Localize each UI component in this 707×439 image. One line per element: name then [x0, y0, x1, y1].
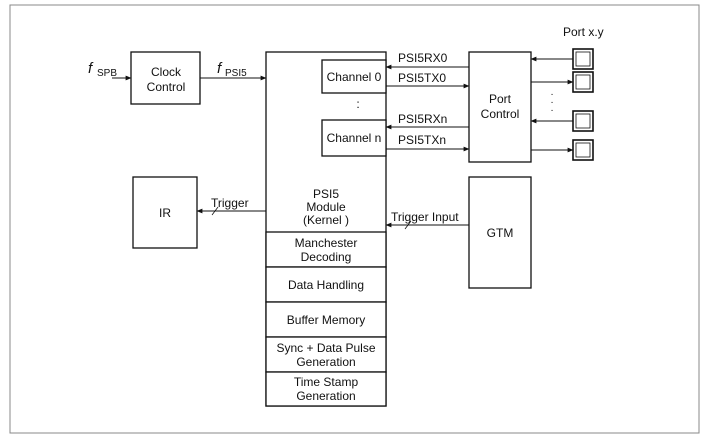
ir-block: IR [132, 176, 198, 249]
trigger-input-label: Trigger Input [391, 210, 459, 224]
sync-data-pulse-block: Sync + Data Pulse Generation [265, 336, 387, 373]
port-pin-1 [530, 48, 594, 70]
svg-text:Module: Module [306, 200, 346, 214]
svg-text:Data Handling: Data Handling [288, 278, 364, 292]
diagram-frame [9, 4, 700, 434]
svg-text:PSI5: PSI5 [225, 68, 247, 79]
port-pin-2 [531, 71, 594, 93]
svg-text:Channel 0: Channel 0 [327, 70, 382, 84]
trigger-label: Trigger [211, 196, 249, 210]
f-psi5-label: f PSI5 [217, 60, 247, 79]
svg-text:Decoding: Decoding [301, 250, 352, 264]
svg-text:GTM: GTM [487, 226, 514, 240]
channel-0-block: Channel 0 [321, 59, 387, 94]
port-xy-label: Port x.y [563, 25, 604, 39]
channel-ellipsis: : [356, 97, 359, 111]
svg-text:PSI5: PSI5 [313, 187, 339, 201]
svg-text:Time Stamp: Time Stamp [294, 375, 359, 389]
psi5tx0-label: PSI5TX0 [398, 71, 446, 85]
svg-text:f: f [217, 60, 223, 77]
svg-text:Manchester: Manchester [295, 236, 358, 250]
svg-text:Generation: Generation [296, 389, 355, 403]
svg-text:Clock: Clock [151, 65, 182, 79]
svg-text:Port: Port [489, 92, 512, 106]
port-control-block: Port Control [468, 51, 532, 163]
svg-text:Control: Control [481, 107, 520, 121]
svg-text:(Kernel ): (Kernel ) [303, 213, 349, 227]
port-pin-3 [530, 110, 594, 132]
svg-text:IR: IR [159, 206, 171, 220]
clock-control-block: Clock Control [130, 51, 201, 105]
svg-text:SPB: SPB [97, 68, 117, 79]
time-stamp-block: Time Stamp Generation [265, 371, 387, 407]
svg-text:Sync + Data Pulse: Sync + Data Pulse [276, 341, 375, 355]
svg-text:Buffer Memory: Buffer Memory [287, 313, 365, 327]
channel-n-block: Channel n [321, 119, 387, 157]
port-pin-4 [531, 139, 594, 161]
trigger-input-bus-tick [404, 220, 412, 230]
svg-text:Channel n: Channel n [327, 131, 382, 145]
data-handling-block: Data Handling [265, 266, 387, 303]
svg-text:f: f [88, 60, 94, 77]
buffer-memory-block: Buffer Memory [265, 301, 387, 338]
psi5rxn-label: PSI5RXn [398, 112, 447, 126]
trigger-bus-tick [211, 206, 219, 216]
port-pin-ellipsis: ··· [550, 89, 553, 116]
gtm-block: GTM [468, 176, 532, 289]
psi5txn-label: PSI5TXn [398, 133, 446, 147]
svg-text:Generation: Generation [296, 355, 355, 369]
manchester-decoding-block: Manchester Decoding [265, 231, 387, 268]
f-spb-label: f SPB [88, 60, 117, 79]
svg-text:Control: Control [147, 80, 186, 94]
psi5rx0-label: PSI5RX0 [398, 51, 448, 65]
